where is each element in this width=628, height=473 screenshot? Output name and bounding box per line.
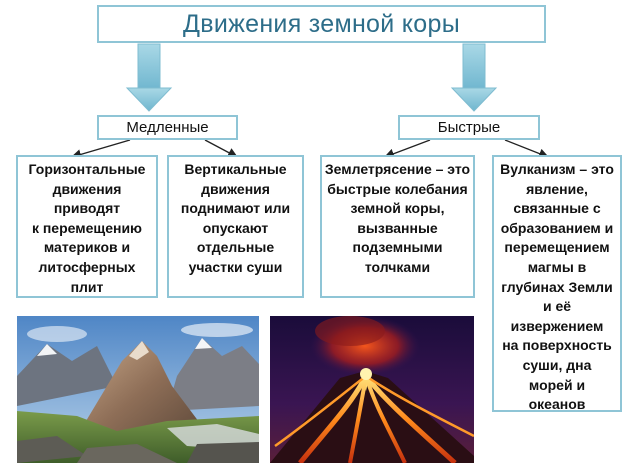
title-box: Движения земной коры: [97, 5, 546, 43]
erupting-volcano-image: [270, 316, 474, 463]
fast-movements-label: Быстрые: [437, 119, 501, 136]
arrow-to-horizontal: [70, 139, 131, 160]
vertical-movements-box: Вертикальные движения поднимают или опус…: [167, 155, 304, 298]
arrow-to-volcanism: [504, 139, 550, 159]
earthquake-text: Землетрясение – это быстрые колебания зе…: [324, 161, 471, 275]
earthquake-box: Землетрясение – это быстрые колебания зе…: [320, 155, 475, 298]
volcanism-box: Вулканизм – это явление, связанные с обр…: [492, 155, 622, 412]
horizontal-movements-box: Горизонтальные движения приводят к перем…: [16, 155, 158, 298]
arrow-to-slow: [125, 43, 173, 112]
arrow-to-fast: [450, 43, 498, 112]
diagram-title: Движения земной коры: [183, 9, 460, 38]
slow-movements-label: Медленные: [126, 119, 209, 136]
mountain-landscape-image: [17, 316, 259, 463]
volcanism-text: Вулканизм – это явление, связанные с обр…: [500, 161, 614, 413]
arrow-to-earthquake: [383, 139, 431, 159]
horizontal-movements-text: Горизонтальные движения приводят к перем…: [28, 161, 146, 295]
fast-movements-box: Быстрые: [398, 115, 540, 140]
slow-movements-box: Медленные: [97, 115, 238, 140]
vertical-movements-text: Вертикальные движения поднимают или опус…: [180, 161, 291, 275]
arrow-to-vertical: [204, 139, 239, 158]
